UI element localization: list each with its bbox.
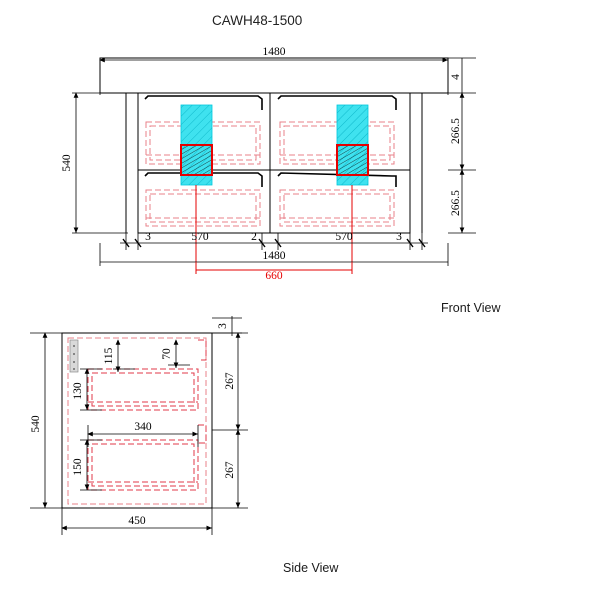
front-right-dims: 4 266.5 266.5 <box>448 57 476 234</box>
front-view-label: Front View <box>441 301 501 315</box>
front-width-value: 1480 <box>263 46 286 58</box>
front-lower-drawer-height-value: 266.5 <box>450 190 462 216</box>
side-hidden-drawer-upper <box>87 368 199 411</box>
front-hidden-drawer-lower-right <box>279 189 395 227</box>
side-lower-drawer-value: 150 <box>72 458 84 476</box>
side-inner-150-dim: 150 <box>72 439 102 491</box>
side-hidden-drawer-lower <box>87 439 199 491</box>
front-chain-value-3: 570 <box>335 231 353 243</box>
side-inner-70-dim: 70 <box>161 339 190 368</box>
side-top-gap-value: 3 <box>217 323 229 329</box>
front-highlight-column-right <box>336 104 369 265</box>
side-inner-130-dim: 130 <box>72 368 102 411</box>
side-view-label: Side View <box>283 561 339 575</box>
front-bottom-dim-chain: 3 570 2 570 3 <box>120 231 428 250</box>
side-height-value: 540 <box>30 415 42 433</box>
side-lower-section-value: 267 <box>224 461 236 479</box>
side-depth-value: 450 <box>128 515 146 527</box>
front-view-group: 1480 <box>61 46 501 315</box>
front-bottom-total-value: 1480 <box>263 250 286 262</box>
front-chain-value-2: 2 <box>251 231 257 243</box>
side-right-dims: 267 267 <box>212 332 248 509</box>
side-height-dim-540: 540 <box>30 332 66 509</box>
front-bottom-total-dim: 1480 <box>99 243 449 266</box>
side-slide-detail <box>198 339 207 444</box>
front-upper-drawer-height-value: 266.5 <box>450 118 462 144</box>
front-height-dim-540: 540 <box>61 92 128 234</box>
front-overall-width-dim: 1480 <box>99 46 449 95</box>
front-chain-value-4: 3 <box>396 231 402 243</box>
front-red-dim-660: 660 <box>195 262 353 282</box>
side-drawer-depth-value: 340 <box>134 421 152 433</box>
side-depth-450-dim: 450 <box>61 508 213 535</box>
front-height-value: 540 <box>61 154 73 172</box>
side-depth-340-dim: 340 <box>87 421 199 447</box>
front-cabinet-body <box>125 92 423 234</box>
front-top-thickness-value: 4 <box>450 74 462 80</box>
side-cabinet-body <box>61 332 213 509</box>
front-chain-value-1: 570 <box>191 231 209 243</box>
front-countertop <box>99 57 449 94</box>
side-wall-bracket <box>69 339 79 373</box>
front-red-dim-value: 660 <box>265 270 283 282</box>
side-inner-top-offset-value: 115 <box>103 347 115 364</box>
side-upper-section-value: 267 <box>224 372 236 390</box>
side-inner-top-right-value: 70 <box>161 348 173 360</box>
drawing-title: CAWH48-1500 <box>212 13 302 28</box>
side-inner-115-dim: 115 <box>103 339 135 372</box>
side-view-group: 3 267 267 540 <box>30 316 339 575</box>
side-upper-drawer-value: 130 <box>72 382 84 400</box>
front-hidden-drawer-lower-left <box>145 189 261 227</box>
front-chain-value-0: 3 <box>145 231 151 243</box>
front-drawer-handles <box>144 95 397 187</box>
side-hidden-carcass <box>67 337 207 505</box>
front-highlight-column-left <box>180 104 213 265</box>
